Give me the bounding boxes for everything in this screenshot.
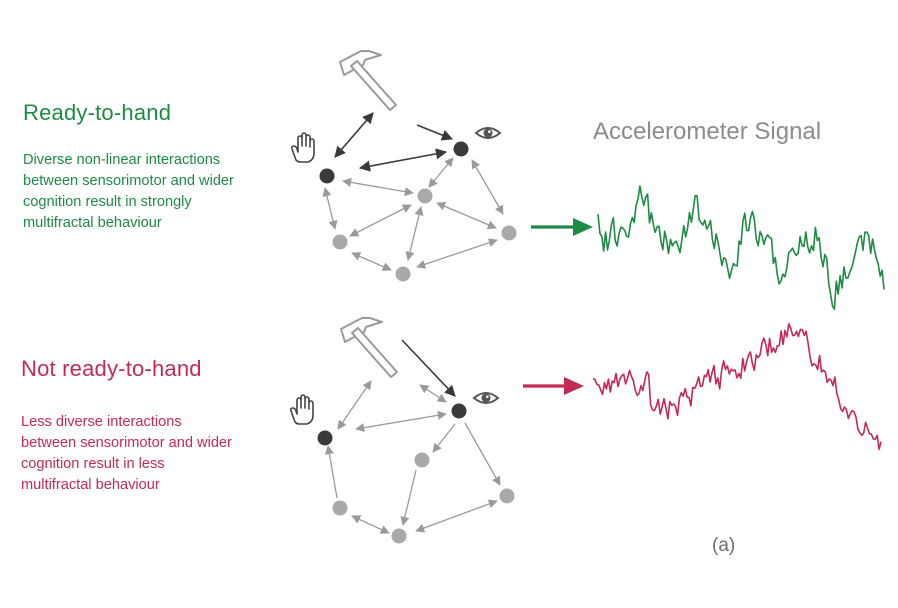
edge-light	[349, 204, 412, 237]
edge-light	[419, 384, 447, 403]
arrow-ready	[531, 218, 593, 236]
edge-light	[342, 177, 414, 197]
arrow-not-ready	[523, 377, 584, 395]
panel-label: (a)	[712, 535, 736, 556]
edge-light	[428, 157, 454, 188]
accelerometer-signal-title: Accelerometer Signal	[593, 118, 822, 145]
hammer-icon	[339, 50, 397, 111]
description-line: multifractal behaviour	[23, 215, 162, 231]
node-light	[395, 266, 411, 282]
hammer-icon	[340, 317, 398, 378]
edge-dark	[358, 148, 448, 172]
edge-light	[324, 445, 338, 499]
node-dark	[453, 141, 469, 157]
node-light	[499, 488, 515, 504]
signal-ready	[597, 185, 885, 311]
network-not-ready-to-hand	[289, 317, 515, 544]
edge-light	[405, 206, 424, 261]
ready-to-hand-title: Ready-to-hand	[23, 100, 172, 125]
node-light	[391, 528, 407, 544]
eye-icon	[473, 392, 499, 404]
hand-icon	[290, 132, 315, 163]
not-ready-to-hand-description: Less diverse interactions between sensor…	[21, 412, 232, 496]
not-ready-to-hand-title: Not ready-to-hand	[21, 356, 202, 381]
edge-dark	[401, 339, 456, 397]
edge-light	[400, 469, 417, 526]
node-light	[414, 452, 430, 468]
edge-light	[355, 410, 447, 433]
edge-light	[351, 515, 390, 534]
description-line: Diverse non-linear interactions	[23, 152, 221, 168]
accelerometer-trace-ready	[597, 185, 885, 311]
hand-icon	[289, 394, 314, 425]
description-line: between sensorimotor and wider	[21, 435, 232, 451]
eye-icon	[475, 127, 501, 139]
node-dark	[451, 403, 467, 419]
accelerometer-trace-not-ready	[592, 322, 882, 451]
edge-light	[436, 202, 497, 229]
edge-light	[415, 499, 498, 533]
edge-light	[432, 423, 456, 453]
edge-light	[337, 380, 372, 430]
ready-to-hand-description: Diverse non-linear interactions between …	[23, 150, 234, 234]
node-dark	[319, 168, 335, 184]
description-line: cognition result in less	[21, 456, 165, 472]
edge-light	[471, 159, 504, 215]
node-light	[332, 500, 348, 516]
description-line: multifractal behaviour	[21, 477, 160, 493]
node-dark	[317, 430, 333, 446]
signal-not-ready	[592, 322, 882, 451]
edge-dark	[334, 112, 374, 158]
edge-light	[351, 252, 392, 271]
edge-light	[322, 187, 338, 230]
description-line: Less diverse interactions	[21, 414, 182, 430]
description-line: between sensorimotor and wider	[23, 173, 234, 189]
node-light	[501, 225, 517, 241]
network-ready-to-hand	[290, 50, 517, 282]
node-light	[332, 234, 348, 250]
edge-light	[464, 422, 501, 486]
description-line: cognition result in strongly	[23, 194, 192, 210]
node-light	[417, 188, 433, 204]
edge-light	[416, 238, 498, 269]
edge-dark	[416, 124, 454, 141]
